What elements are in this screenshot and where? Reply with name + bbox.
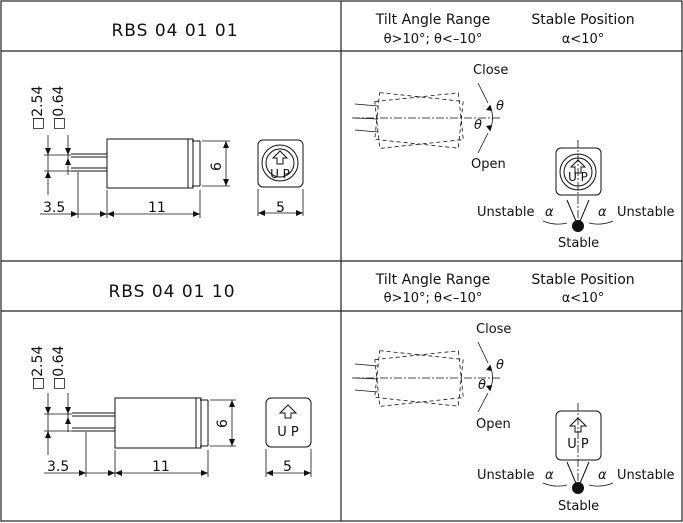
- dim-body-height: 6: [209, 162, 225, 171]
- alpha-left: α: [545, 205, 554, 220]
- tilt-angle-range-title: Tilt Angle Range: [375, 12, 491, 28]
- part-number: RBS 04 01 10: [108, 282, 235, 302]
- stable-ball: [572, 220, 584, 232]
- side-view-drawing: [44, 393, 312, 477]
- end-view-square: [257, 139, 304, 188]
- section-2: RBS 04 01 10 Tilt Angle Range θ>10°; θ<–…: [30, 272, 674, 514]
- dim-width: 5: [283, 459, 292, 475]
- section-1: RBS 04 01 01 Tilt Angle Range θ>10°; θ<–…: [30, 12, 674, 251]
- tilt-diagram: [352, 82, 500, 154]
- end-view-square: [265, 397, 312, 448]
- tilt-angle-range-title: Tilt Angle Range: [375, 272, 491, 288]
- side-view-drawing: [40, 135, 304, 218]
- stable-up-marking: U P: [567, 437, 589, 452]
- sensor-body: [106, 138, 194, 189]
- dim-lead-length: 3.5: [47, 459, 69, 475]
- open-label: Open: [471, 157, 506, 172]
- stable-label: Stable: [558, 499, 599, 514]
- stable-label: Stable: [558, 236, 599, 251]
- alpha-right: α: [598, 205, 607, 220]
- stable-diagram: [542, 140, 614, 232]
- unstable-right-label: Unstable: [617, 205, 674, 220]
- dim-width: 5: [276, 200, 285, 216]
- dim-lead-length: 3.5: [43, 200, 65, 216]
- tilt-angle-range-value: θ>10°; θ<–10°: [384, 291, 483, 306]
- up-marking: U P: [270, 167, 290, 181]
- part-number: RBS 04 01 01: [111, 21, 238, 41]
- stable-up-marking: U P: [568, 170, 588, 184]
- sensor-body: [114, 397, 202, 449]
- alpha-right: α: [598, 468, 607, 483]
- unstable-left-label: Unstable: [477, 205, 534, 220]
- unstable-right-label: Unstable: [617, 468, 674, 483]
- stable-position-title: Stable Position: [531, 12, 634, 28]
- close-label: Close: [473, 63, 508, 78]
- theta-symbol-bottom: θ: [478, 378, 486, 393]
- open-label: Open: [476, 417, 511, 432]
- dim-body-length: 11: [152, 459, 170, 475]
- stable-position-value: α<10°: [562, 32, 605, 47]
- stable-position-value: α<10°: [562, 291, 605, 306]
- theta-symbol-bottom: θ: [474, 118, 482, 133]
- stable-position-title: Stable Position: [531, 272, 634, 288]
- stable-diagram: [542, 403, 614, 494]
- close-label: Close: [476, 322, 511, 337]
- dim-pin-pitch: □2.54: [30, 86, 46, 130]
- theta-symbol-top: θ: [496, 358, 504, 373]
- dim-pin-size: □0.64: [51, 346, 67, 390]
- tilt-diagram: [352, 341, 500, 413]
- dim-body-length: 11: [148, 200, 166, 216]
- up-marking: U P: [277, 425, 299, 440]
- alpha-left: α: [545, 468, 554, 483]
- unstable-left-label: Unstable: [477, 468, 534, 483]
- dim-body-height: 6: [215, 419, 231, 428]
- theta-symbol-top: θ: [496, 99, 504, 114]
- stable-ball: [572, 482, 584, 494]
- dim-pin-size: □0.64: [51, 86, 67, 130]
- dim-pin-pitch: □2.54: [30, 346, 46, 390]
- tilt-angle-range-value: θ>10°; θ<–10°: [384, 32, 483, 47]
